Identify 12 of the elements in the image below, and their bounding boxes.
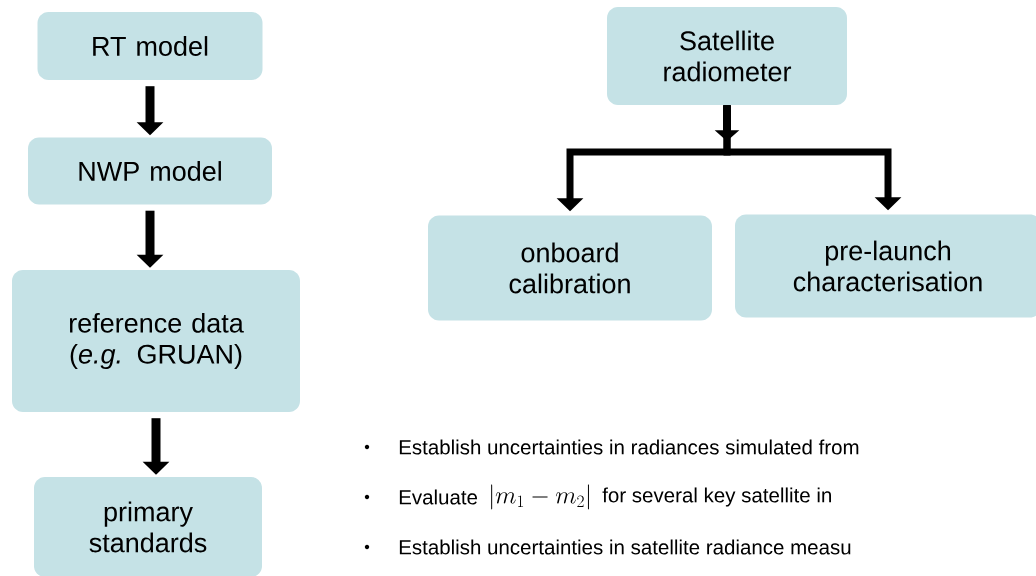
bullet-text: Establish uncertainties in satellite radiance measu (399, 539, 851, 555)
process-box: NWP model (28, 137, 272, 205)
process-box: pre-launch characterisation (735, 214, 1036, 318)
process-box: Satellite radiometer (607, 7, 847, 105)
bullet-text: Establish uncertainties in radiances simulated from (399, 439, 859, 455)
bullet-text: Evaluate (399, 489, 478, 505)
process-box: primary standards (34, 477, 262, 576)
process-box: onboard calibration (428, 215, 712, 321)
bullet-text: for several key satellite in (602, 487, 831, 507)
formula: $\left|m_1 - m_2\right|$ (491, 484, 589, 510)
process-box: RT model (37, 12, 263, 80)
process-box: reference data (e.g. GRUAN) (12, 270, 300, 412)
